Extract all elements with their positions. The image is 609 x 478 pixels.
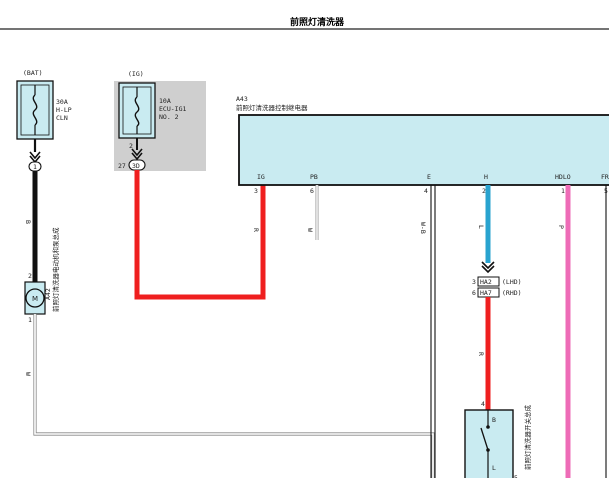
ecu-ig1-fuse-name2: NO. 2 (159, 113, 179, 121)
hlp-cln-fuse-name2: CLN (56, 114, 68, 122)
relay-pin-hdlo: HDLO (555, 173, 571, 181)
lhd-label: (LHD) (502, 278, 522, 286)
relay-pin-num-e: 4 (424, 187, 428, 195)
bat-connector-pin: 1 (33, 163, 37, 171)
red-wire-ig (134, 170, 266, 300)
down-arrow-icon (131, 148, 143, 157)
ig-pin-a: 2 (129, 142, 133, 150)
fuse-icon (32, 94, 38, 126)
relay-pin-e: E (427, 173, 431, 181)
switch-contact-top (486, 425, 490, 429)
down-arrow-icon (29, 151, 41, 160)
relay-pin-num-pb: 6 (310, 187, 314, 195)
bat-source-label: (BAT) (23, 69, 43, 77)
ha2-pin: 3 (472, 278, 476, 286)
switch-label-b: B (492, 416, 496, 424)
hlp-cln-fuse-amp: 30A (56, 98, 68, 106)
rhd-label: (RHD) (502, 289, 522, 297)
down-arrow-icon (481, 265, 495, 274)
ecu-ig1-fuse-name1: ECU-IG1 (159, 105, 186, 113)
wire-label-r-top: R (252, 228, 260, 232)
hlp-cln-fuse-name1: H-LP (56, 106, 72, 114)
relay-pin-num-h: 2 (482, 187, 486, 195)
motor-name: 前照灯清洗器电动机和泵总成 (51, 227, 60, 312)
relay-pin-ig: IG (257, 173, 265, 181)
motor-pin-bottom: 1 (28, 316, 32, 324)
page-title: 前照灯清洗器 (290, 16, 345, 28)
ig-source-label: (IG) (128, 70, 144, 78)
ecu-ig1-fuse-amp: 10A (159, 97, 171, 105)
white-wire-loop (33, 314, 435, 478)
down-arrow-icon (481, 261, 495, 270)
switch-name: 前照灯清洗器开关总成 (523, 405, 532, 471)
switch-label-l: L (492, 464, 496, 472)
relay-code: A43 (236, 95, 248, 103)
relay-pin-num-hdlo: 1 (561, 187, 565, 195)
relay-pin-fr: FR (601, 173, 609, 181)
relay-name: 前照灯清洗器控制继电器 (236, 103, 308, 112)
wire-label-w-pb: W (306, 228, 314, 232)
wire-label-w-left: W (24, 372, 32, 376)
wire-label-l: L (477, 225, 485, 229)
wire-label-wb: W-B (419, 222, 427, 234)
motor-code: A42 (44, 288, 52, 300)
ha2-connector (477, 276, 500, 287)
ha2-label: HA2 (480, 278, 492, 286)
white-wire-loop-core (34, 314, 434, 478)
relay-pin-pb: PB (310, 173, 318, 181)
motor-symbol: M (32, 295, 38, 303)
wire-label-r-switch: R (477, 352, 485, 356)
fuse-icon (134, 96, 140, 127)
motor-icon (25, 288, 45, 308)
relay-pin-num-ig: 3 (254, 187, 258, 195)
ig-pin-b: 27 (118, 162, 126, 170)
ha7-pin: 6 (472, 289, 476, 297)
ha7-label: HA7 (480, 289, 492, 297)
ig-connector-label: 3D (132, 162, 140, 170)
switch-box (464, 409, 514, 478)
relay-box (238, 114, 609, 186)
switch-pin-bottom: 5 (514, 474, 518, 478)
relay-pin-h: H (484, 173, 488, 181)
wire-label-b: B (24, 220, 32, 224)
down-arrow-icon (131, 152, 143, 161)
switch-pin-top: 4 (481, 400, 485, 408)
wire-label-p: P (557, 225, 565, 229)
switch-icon (480, 427, 489, 451)
motor-pin-top: 2 (28, 272, 32, 280)
